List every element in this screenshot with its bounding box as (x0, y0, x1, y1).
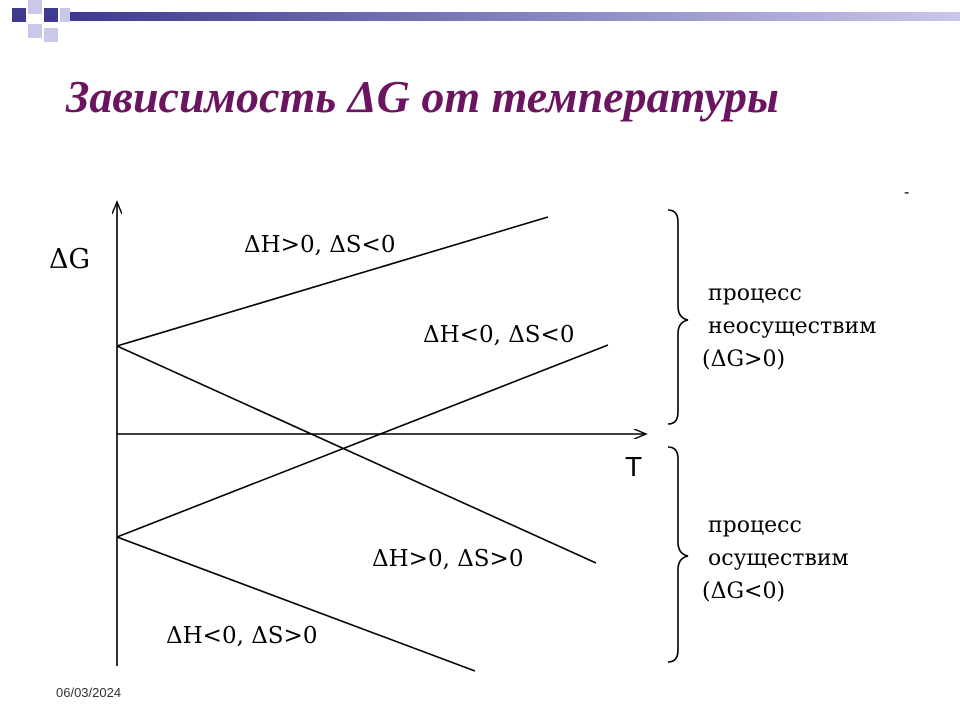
line-label: ΔH<0, ΔS<0 (423, 322, 574, 348)
line-dh-pos-ds-pos (116, 345, 597, 564)
decor-square (12, 8, 26, 22)
footer-date: 06/03/2024 (56, 685, 122, 700)
decor-square (44, 8, 58, 22)
header-gradient-bar (70, 12, 960, 21)
lower-brace (667, 446, 689, 663)
line-label: ΔH>0, ΔS<0 (244, 232, 395, 258)
lower-region-caption: процесс осуществим (ΔG<0) (702, 513, 856, 604)
upper-region-caption: процесс неосуществим (ΔG>0) (702, 281, 883, 372)
x-axis-label: T (625, 451, 642, 482)
slide-title: Зависимость ΔG от температуры (66, 71, 779, 122)
line-dh-neg-ds-neg (116, 344, 609, 538)
decor-square (28, 0, 42, 14)
line-label: ΔH<0, ΔS>0 (166, 623, 317, 649)
decor-square (28, 24, 42, 38)
line-dh-pos-ds-neg (116, 216, 549, 347)
decor-square (60, 8, 70, 22)
upper-brace (667, 209, 689, 425)
line-label: ΔH>0, ΔS>0 (372, 546, 523, 572)
stray-mark: - (904, 184, 909, 201)
header-decoration (12, 0, 960, 42)
line-dh-neg-ds-pos (116, 536, 476, 672)
decor-square (44, 28, 58, 42)
y-axis-label: ΔG (49, 244, 90, 275)
